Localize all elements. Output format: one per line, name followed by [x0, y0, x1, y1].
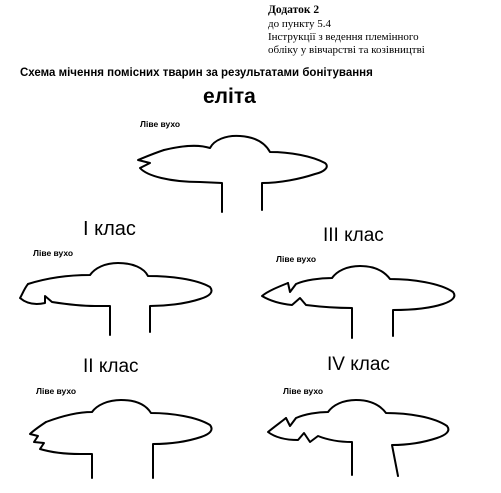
appendix-title: Додаток 2: [268, 4, 320, 16]
class-1-label: І клас: [83, 218, 136, 240]
elite-label: еліта: [203, 85, 256, 108]
class-3-ear-label: Ліве вухо: [276, 254, 317, 264]
class-1-ear-label: Ліве вухо: [33, 248, 74, 258]
elite-head-outline: [137, 134, 328, 213]
class-4-ear-label: Ліве вухо: [283, 386, 324, 396]
appendix-instruction: Інструкції з ведення племінного: [268, 31, 419, 43]
class-2-label: ІІ клас: [83, 356, 139, 377]
elite-ear-label: Ліве вухо: [140, 119, 181, 129]
class-3-label: ІІІ клас: [323, 225, 384, 246]
scheme-title: Схема мічення помісних тварин за результ…: [20, 67, 373, 79]
appendix-clause: до пункту 5.4: [268, 18, 331, 30]
class-2-ear-label: Ліве вухо: [36, 386, 77, 396]
class-4-head-outline: [267, 399, 450, 477]
class-3-head-outline: [261, 265, 456, 339]
class-2-head-outline: [29, 399, 213, 479]
class-1-head-outline: [19, 262, 213, 336]
appendix-instruction-cont: обліку у вівчарстві та козівництві: [268, 44, 425, 56]
class-4-label: ІV клас: [327, 354, 390, 375]
